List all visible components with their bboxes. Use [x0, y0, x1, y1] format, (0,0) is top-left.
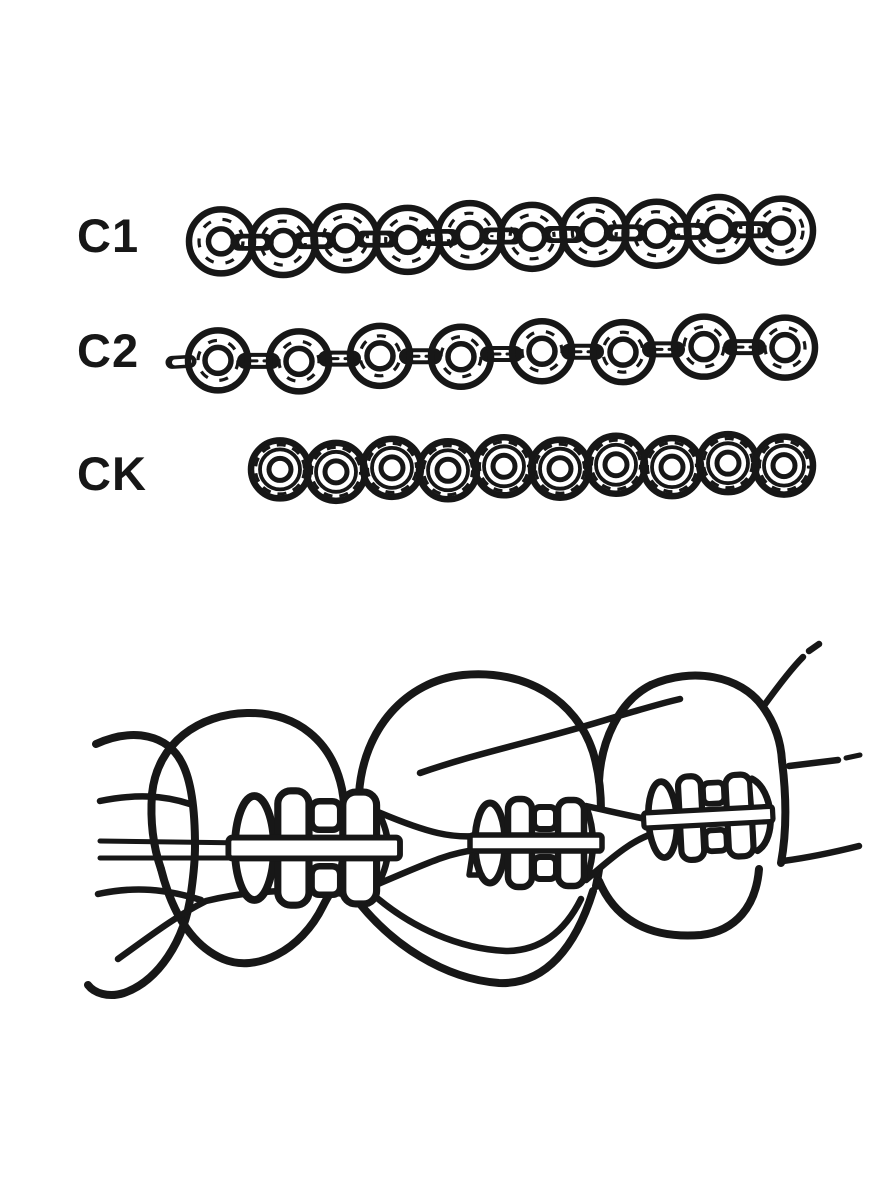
chain-row-ck	[247, 430, 817, 505]
bracket-center	[466, 795, 605, 891]
tooth-outline-molar-crown	[355, 670, 605, 815]
tooth-outline-premolar-left	[147, 790, 165, 873]
archwire-slot-bar	[640, 803, 776, 831]
gum-line-left-upper	[96, 793, 194, 808]
bracket-tie-wing-top	[308, 797, 344, 834]
chain-module	[583, 432, 649, 497]
chain-module	[415, 438, 481, 503]
chain-module	[372, 204, 443, 276]
archwire-upper-left	[97, 838, 251, 846]
gum-line-right-mid-dash	[785, 756, 842, 770]
chain-module	[695, 430, 761, 496]
tooth-outline-left-partial	[84, 731, 199, 999]
chain-row-c2	[165, 313, 819, 395]
tooth-outline-right-crown	[647, 671, 786, 765]
bracket-tie-wing-top	[700, 779, 728, 807]
bracket-left	[225, 787, 403, 909]
chain-module	[751, 314, 819, 381]
bracket-tie-wing-bottom	[702, 827, 730, 855]
tooth-outline-molar-bottom	[349, 887, 597, 988]
elastomeric-chain-rows	[165, 193, 819, 505]
bracket-tie-wing-bottom	[308, 862, 344, 899]
tooth-outline-right-left-edge	[595, 681, 655, 785]
bracket-tie-wing-bottom	[531, 854, 559, 882]
chain-module	[427, 323, 495, 390]
chain-module	[471, 434, 537, 499]
orthodontic-illustration	[84, 640, 863, 999]
bracket-tie-wing-top	[531, 804, 559, 832]
chain-module	[265, 328, 333, 395]
chain-module	[508, 318, 576, 385]
archwire-slot-bar	[467, 832, 605, 854]
gum-line-right-lower	[779, 842, 863, 865]
gum-line-bottom-sweep	[114, 887, 357, 963]
chain-module	[185, 206, 257, 277]
gum-line-center-diagonal	[416, 695, 684, 777]
chain-module	[359, 435, 425, 501]
chain-module	[303, 439, 369, 505]
chain-module	[589, 318, 657, 386]
ligature-hook	[466, 852, 485, 878]
chain-module	[639, 434, 705, 500]
archwire-right-dash	[843, 752, 863, 761]
chain-module	[184, 327, 252, 394]
chain-module	[527, 436, 593, 501]
archwire-slot-bar	[225, 834, 403, 862]
chain-module	[346, 322, 414, 390]
bracket-right	[640, 771, 776, 864]
gum-line-left-lower	[94, 886, 205, 904]
chain-module	[751, 433, 817, 498]
archwire	[97, 752, 863, 861]
tooth-right-top-squiggle	[759, 653, 807, 711]
chain-module	[670, 313, 738, 380]
tooth-molar-inner-cusp-line	[365, 887, 585, 955]
chain-row-label-c1: C1	[77, 209, 140, 262]
tooth-outline-right-distal	[777, 757, 790, 867]
chain-row-c1	[185, 193, 817, 279]
tooth-outline-right-bottom	[595, 865, 763, 940]
chain-row-label-ck: CK	[77, 447, 147, 500]
chain-row-label-c2: C2	[77, 324, 140, 377]
chain-module	[745, 195, 817, 266]
tooth-right-top-squiggle-dash	[805, 640, 823, 655]
chain-module	[247, 437, 313, 502]
